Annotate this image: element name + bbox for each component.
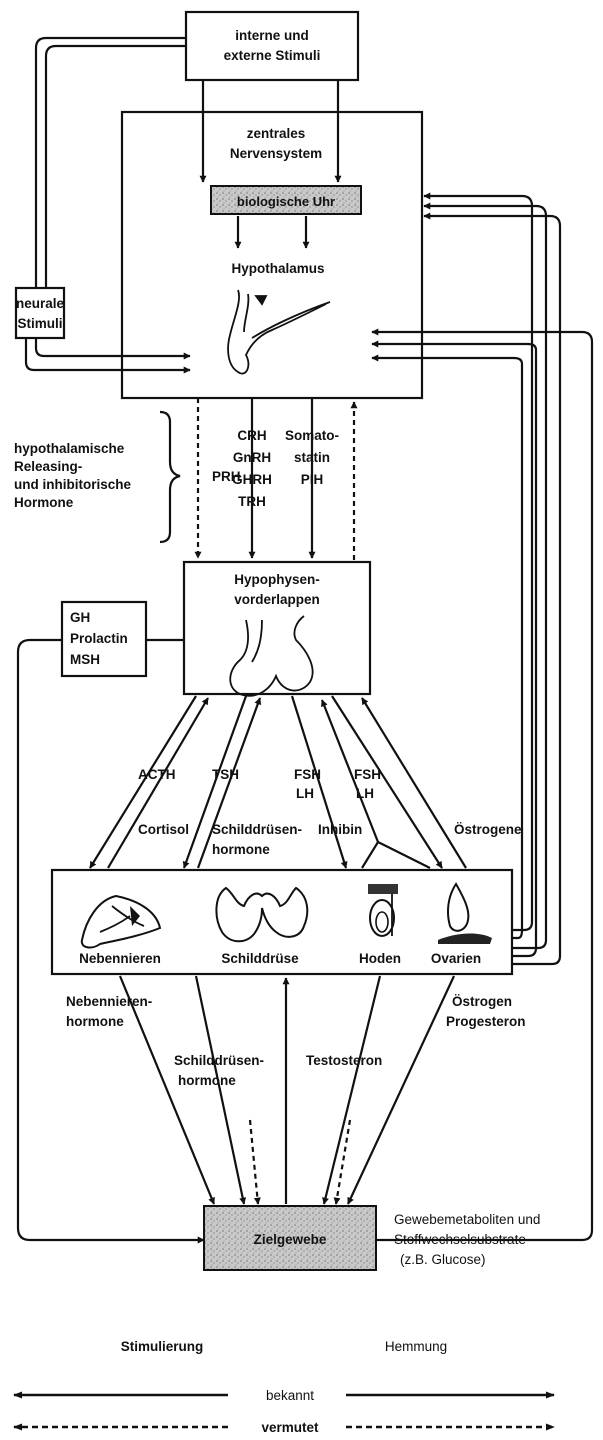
pituitary-label-2: vorderlappen (234, 592, 320, 607)
hypothalamus-label: Hypothalamus (231, 261, 324, 276)
cns-label-1: zentrales (247, 126, 306, 141)
pih-label: PIH (301, 472, 324, 487)
gnrh-label: GnRH (233, 450, 271, 465)
releasing-hormones-brace (160, 412, 180, 542)
inhibin-label: Inhibin (318, 822, 362, 837)
testosterone-arrow (324, 976, 380, 1204)
adrenal-label: Nebennieren (79, 951, 161, 966)
acth-label: ACTH (138, 767, 176, 782)
inhibin-junction (362, 842, 430, 868)
trh-label: TRH (238, 494, 266, 509)
legend-known-label: bekannt (266, 1388, 314, 1403)
cortisol-label: Cortisol (138, 822, 189, 837)
glands-to-hypothalamus-feedback-2 (372, 344, 536, 956)
pituitary-label-1: Hypophysen- (234, 572, 320, 587)
acth-arrow (90, 696, 196, 868)
releasing-hormones-label-2: Releasing- (14, 459, 82, 474)
releasing-hormones-label-4: Hormone (14, 495, 74, 510)
somatostatin-label-1: Somato- (285, 428, 339, 443)
crh-label: CRH (237, 428, 266, 443)
glands-to-cns-feedback-3 (424, 216, 560, 964)
fsh-lh-ovaries-arrow (332, 696, 442, 868)
testes-label: Hoden (359, 951, 401, 966)
legend-suspected-label: vermutet (261, 1420, 319, 1435)
msh-label: MSH (70, 652, 100, 667)
adrenal-hormones-arrow (120, 976, 214, 1204)
fsh-label-2: FSH (354, 767, 381, 782)
glands-to-cns-feedback-1 (424, 196, 532, 930)
cns-label-2: Nervensystem (230, 146, 322, 161)
neural-stimuli-label-1: neurale (16, 296, 65, 311)
adrenal-hormones-label-2: hormone (66, 1014, 124, 1029)
thyroid-hormones-label-1: Schilddrüsen- (212, 822, 302, 837)
estrogen-label: Östrogen (452, 994, 512, 1009)
tsh-label: TSH (212, 767, 239, 782)
progesterone-label: Progesteron (446, 1014, 526, 1029)
prolactin-label: Prolactin (70, 631, 128, 646)
legend-stimulation-label: Stimulierung (121, 1339, 204, 1354)
ovarian-hormones-arrow (348, 976, 454, 1204)
thyroid-label: Schilddrüse (221, 951, 299, 966)
ovaries-label: Ovarien (431, 951, 481, 966)
legend-inhibition-label: Hemmung (385, 1339, 447, 1354)
stimuli-box (186, 12, 358, 80)
thyroid-hormones2-label-1: Schilddrüsen- (174, 1053, 264, 1068)
legend: Stimulierung Hemmung bekannt vermutet (14, 1339, 554, 1435)
stimuli-label-1: interne und (235, 28, 309, 43)
target-dotted-arrow-2 (336, 1120, 350, 1204)
metabolites-label-1: Gewebemetaboliten und (394, 1212, 540, 1227)
metabolites-label-3: (z.B. Glucose) (400, 1252, 486, 1267)
thyroid-hormones2-label-2: hormone (178, 1073, 236, 1088)
releasing-hormones-label-3: und inhibitorische (14, 477, 131, 492)
stimuli-label-2: externe Stimuli (224, 48, 321, 63)
gh-label: GH (70, 610, 90, 625)
thyroid-hormones-label-2: hormone (212, 842, 270, 857)
adrenal-hormones-label-1: Nebennieren- (66, 994, 152, 1009)
thyroid-hormones2-arrow (196, 976, 244, 1204)
estrogens-label: Östrogene (454, 822, 522, 837)
biological-clock-label: biologische Uhr (237, 194, 335, 209)
ghrh-label: GHRH (232, 472, 272, 487)
target-tissue-label: Zielgewebe (254, 1232, 327, 1247)
releasing-hormones-label-1: hypothalamische (14, 441, 125, 456)
neural-stimuli-label-2: Stimuli (17, 316, 62, 331)
testosterone-label: Testosteron (306, 1053, 382, 1068)
lh-label-1: LH (296, 786, 314, 801)
target-dotted-arrow-1 (250, 1120, 258, 1204)
somatostatin-label-2: statin (294, 450, 330, 465)
fsh-label-1: FSH (294, 767, 321, 782)
fsh-lh-testes-arrow (292, 696, 346, 868)
